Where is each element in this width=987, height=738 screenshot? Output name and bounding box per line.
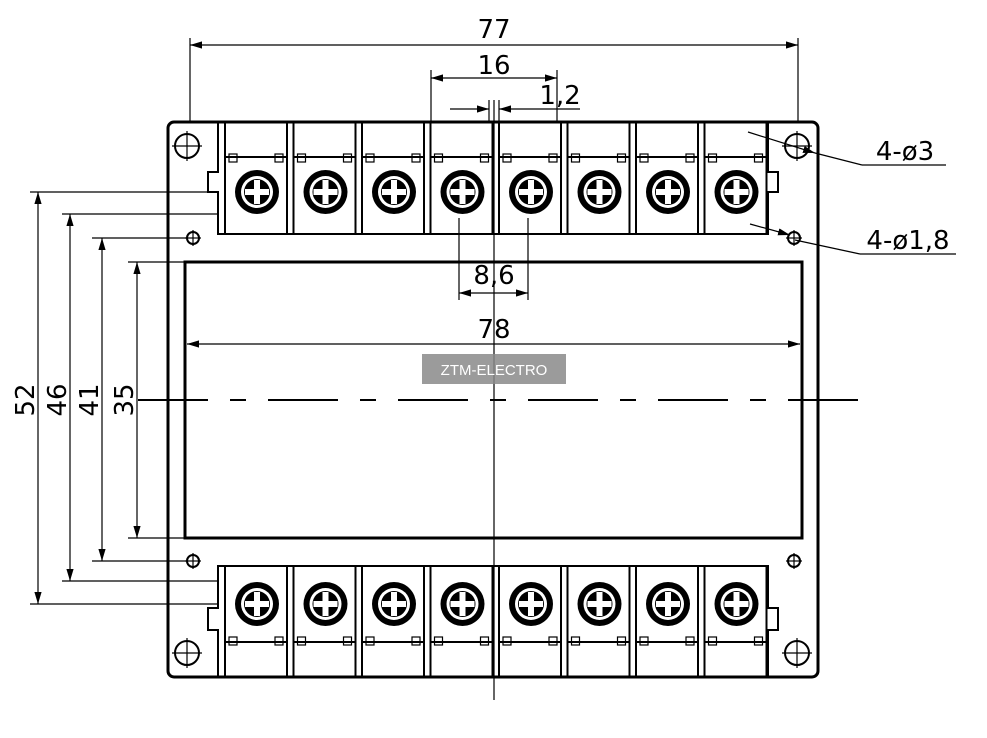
watermark: ZTM-ELECTRO bbox=[422, 354, 566, 384]
top-terminal-block bbox=[224, 121, 768, 235]
terminal-cell bbox=[703, 121, 768, 235]
terminal-cell bbox=[498, 565, 562, 678]
mount-hole-icon bbox=[172, 131, 202, 161]
screw-icon bbox=[440, 582, 485, 626]
dim-overall-width: 77 bbox=[189, 15, 799, 122]
terminal-cell bbox=[429, 565, 494, 678]
dim-height-41: 41 bbox=[75, 237, 187, 562]
dim-height-35: 35 bbox=[110, 261, 185, 539]
terminal-cell bbox=[292, 565, 357, 678]
screw-icon bbox=[646, 582, 690, 626]
small-hole-icon bbox=[185, 230, 201, 246]
terminal-cell bbox=[224, 565, 288, 678]
dim-height-46: 46 bbox=[43, 213, 218, 582]
small-hole-icon bbox=[786, 230, 802, 246]
dim-gap-label: 1,2 bbox=[539, 81, 580, 111]
terminal-cell bbox=[361, 565, 425, 678]
watermark-label: ZTM-ELECTRO bbox=[441, 362, 548, 379]
dim-height-46-label: 46 bbox=[43, 383, 73, 416]
terminal-cell bbox=[566, 565, 631, 678]
screw-icon bbox=[372, 582, 416, 626]
screw-icon bbox=[303, 582, 348, 626]
screw-icon bbox=[235, 582, 279, 626]
terminal-cell bbox=[703, 565, 768, 678]
screw-icon bbox=[440, 170, 485, 214]
terminal-cell bbox=[224, 121, 288, 235]
callout-mount-holes: 4-ø3 bbox=[747, 131, 946, 167]
dim-gap: 1,2 bbox=[450, 81, 581, 122]
dim-height-35-label: 35 bbox=[110, 383, 140, 416]
dim-pitch-16: 16 bbox=[430, 51, 558, 122]
dim-window-width-label: 78 bbox=[477, 315, 510, 345]
terminal-cell bbox=[361, 121, 425, 235]
mount-hole-icon bbox=[172, 638, 202, 668]
dim-terminal-pitch-label: 8,6 bbox=[473, 261, 514, 291]
dim-height-41-label: 41 bbox=[75, 383, 105, 416]
screw-icon bbox=[509, 582, 553, 626]
callout-small-holes-label: 4-ø1,8 bbox=[866, 226, 949, 256]
dim-height-52-label: 52 bbox=[11, 383, 41, 416]
dim-pitch-16-label: 16 bbox=[477, 51, 510, 81]
screw-icon bbox=[714, 170, 759, 214]
mount-hole-icon bbox=[782, 131, 812, 161]
screw-icon bbox=[235, 170, 279, 214]
screw-icon bbox=[577, 582, 622, 626]
small-hole-icon bbox=[786, 553, 802, 569]
terminal-cell bbox=[566, 121, 631, 235]
dim-window-width: 78 bbox=[187, 315, 800, 348]
callout-small-holes: 4-ø1,8 bbox=[749, 223, 956, 256]
screw-icon bbox=[577, 170, 622, 214]
terminal-cell bbox=[429, 121, 494, 235]
screw-icon bbox=[372, 170, 416, 214]
dim-terminal-pitch: 8,6 bbox=[458, 218, 529, 300]
mount-hole-icon bbox=[782, 638, 812, 668]
small-hole-icon bbox=[185, 553, 201, 569]
side-notches bbox=[207, 122, 779, 677]
terminal-cell bbox=[635, 565, 699, 678]
bottom-terminal-block bbox=[224, 565, 768, 678]
dim-height-52: 52 bbox=[11, 191, 218, 605]
dim-overall-width-label: 77 bbox=[477, 15, 510, 45]
screw-icon bbox=[714, 582, 759, 626]
terminal-cell bbox=[498, 121, 562, 235]
terminal-cell bbox=[635, 121, 699, 235]
screw-icon bbox=[509, 170, 553, 214]
terminal-cell bbox=[292, 121, 357, 235]
screw-icon bbox=[646, 170, 690, 214]
callout-mount-holes-label: 4-ø3 bbox=[876, 137, 934, 167]
screw-icon bbox=[303, 170, 348, 214]
